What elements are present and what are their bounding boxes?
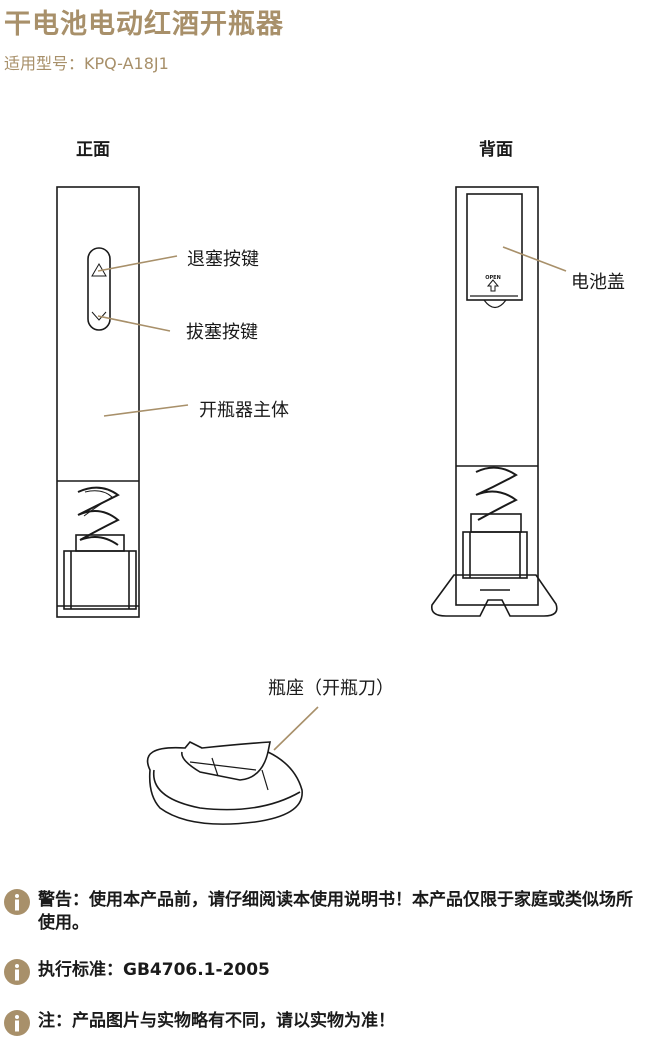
warning-note: 警告：使用本产品前，请仔细阅读本使用说明书！本产品仅限于家庭或类似场所使用。 xyxy=(4,889,646,935)
callout-main-body: 开瓶器主体 xyxy=(199,400,289,421)
callout-bottle-seat: 瓶座（开瓶刀） xyxy=(268,678,394,699)
front-device-drawing xyxy=(56,186,140,618)
bottle-seat-drawing xyxy=(146,741,303,825)
front-view-label: 正面 xyxy=(76,140,110,160)
callout-extract-button: 拔塞按键 xyxy=(186,322,258,343)
standard-text: 执行标准：GB4706.1-2005 xyxy=(38,960,270,980)
info-icon xyxy=(4,889,30,915)
page-title: 干电池电动红酒开瓶器 xyxy=(4,9,284,40)
warning-text: 警告：使用本产品前，请仔细阅读本使用说明书！本产品仅限于家庭或类似场所使用。 xyxy=(38,890,633,933)
disclaimer-text: 注：产品图片与实物略有不同，请以实物为准！ xyxy=(38,1011,395,1031)
back-view-label: 背面 xyxy=(479,140,513,160)
back-device-drawing xyxy=(430,186,558,617)
callout-battery-cover: 电池盖 xyxy=(571,272,625,293)
disclaimer-note: 注：产品图片与实物略有不同，请以实物为准！ xyxy=(4,1010,646,1036)
info-icon xyxy=(4,959,30,985)
leader-line-body xyxy=(103,404,189,417)
leader-line-battery xyxy=(502,246,567,272)
info-icon xyxy=(4,1010,30,1036)
leader-line-release xyxy=(97,255,178,272)
open-mark-text: OPEN xyxy=(485,275,501,281)
product-diagram: OPEN xyxy=(56,186,567,825)
model-subtitle: 适用型号：KPQ-A18J1 xyxy=(4,54,169,73)
leader-line-base xyxy=(273,706,319,751)
standard-note: 执行标准：GB4706.1-2005 xyxy=(4,959,646,985)
callout-release-button: 退塞按键 xyxy=(187,249,259,270)
leader-line-extract xyxy=(97,315,171,332)
